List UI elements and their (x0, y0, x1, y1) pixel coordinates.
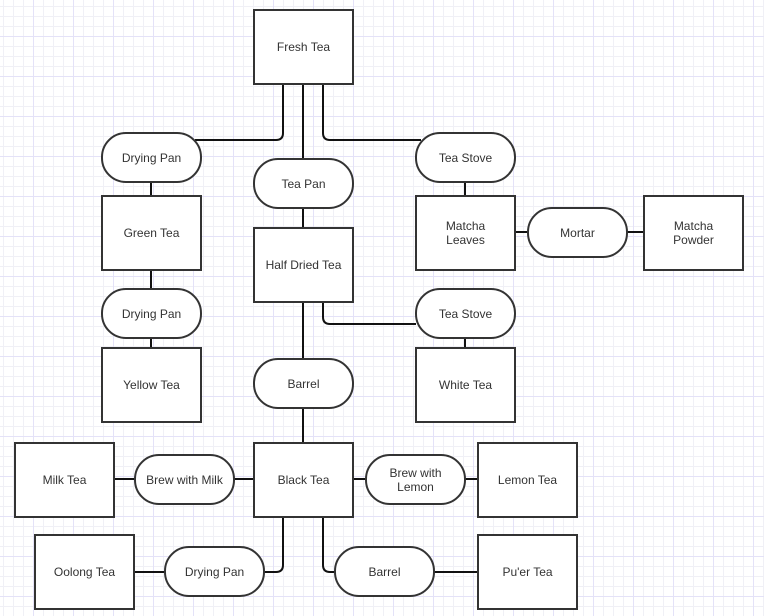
edge-black-tea-to-drying-pan-3 (264, 517, 284, 573)
node-puer-tea[interactable]: Pu'er Tea (477, 534, 578, 610)
node-matcha-powder[interactable]: Matcha Powder (643, 195, 744, 271)
node-drying-pan-2[interactable]: Drying Pan (101, 288, 202, 339)
node-matcha-leaves[interactable]: Matcha Leaves (415, 195, 516, 271)
node-oolong-tea[interactable]: Oolong Tea (34, 534, 135, 610)
edge-half-dried-tea-to-tea-stove-2 (322, 302, 416, 325)
node-mortar[interactable]: Mortar (527, 207, 628, 258)
node-fresh-tea[interactable]: Fresh Tea (253, 9, 354, 85)
node-barrel-2[interactable]: Barrel (334, 546, 435, 597)
node-milk-tea[interactable]: Milk Tea (14, 442, 115, 518)
node-white-tea[interactable]: White Tea (415, 347, 516, 423)
edge-black-tea-to-barrel-2 (322, 517, 334, 573)
node-black-tea[interactable]: Black Tea (253, 442, 354, 518)
edge-fresh-tea-to-tea-stove-1 (322, 84, 421, 141)
edge-fresh-tea-to-drying-pan-1 (195, 84, 284, 141)
node-half-dried-tea[interactable]: Half Dried Tea (253, 227, 354, 303)
node-tea-stove-1[interactable]: Tea Stove (415, 132, 516, 183)
node-tea-pan[interactable]: Tea Pan (253, 158, 354, 209)
node-brew-with-milk[interactable]: Brew with Milk (134, 454, 235, 505)
node-drying-pan-1[interactable]: Drying Pan (101, 132, 202, 183)
node-barrel-1[interactable]: Barrel (253, 358, 354, 409)
node-tea-stove-2[interactable]: Tea Stove (415, 288, 516, 339)
node-yellow-tea[interactable]: Yellow Tea (101, 347, 202, 423)
node-brew-with-lemon[interactable]: Brew with Lemon (365, 454, 466, 505)
node-green-tea[interactable]: Green Tea (101, 195, 202, 271)
node-lemon-tea[interactable]: Lemon Tea (477, 442, 578, 518)
node-drying-pan-3[interactable]: Drying Pan (164, 546, 265, 597)
